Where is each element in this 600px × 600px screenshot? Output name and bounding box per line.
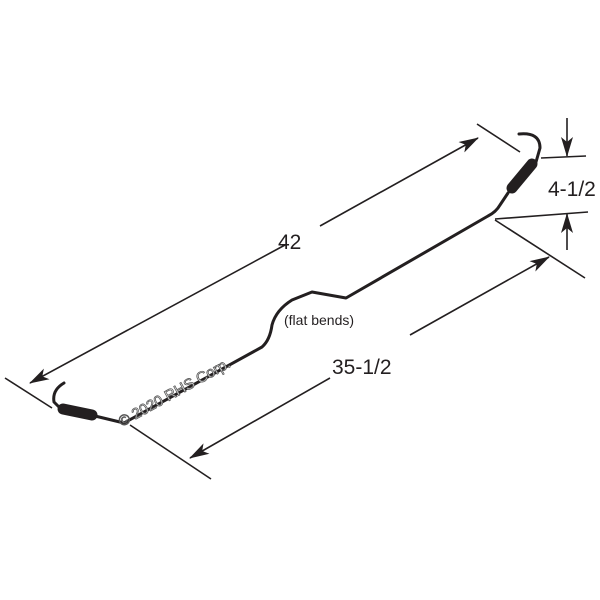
dim-line-35a bbox=[189, 377, 331, 459]
left-hook bbox=[52, 381, 66, 410]
dim-label-35-1-2: 35-1/2 bbox=[332, 356, 392, 379]
dim-label-42: 42 bbox=[278, 231, 301, 254]
rod bbox=[52, 132, 542, 425]
right-hook bbox=[517, 132, 542, 164]
copyright-watermark: © 2020 RHS Corp. bbox=[116, 355, 234, 431]
dim-line-42 bbox=[29, 244, 286, 384]
rod-wire bbox=[93, 191, 510, 425]
left-grip bbox=[57, 403, 98, 421]
dimension-lines bbox=[4, 118, 589, 480]
dim-line-35b bbox=[409, 256, 550, 336]
flat-bends-note: (flat bends) bbox=[284, 312, 354, 328]
dim-label-4-1-2: 4-1/2 bbox=[548, 178, 596, 201]
ext-line-35-left bbox=[129, 424, 212, 480]
ext-line-4-bottom bbox=[494, 211, 589, 220]
ext-line-4-top bbox=[540, 155, 587, 159]
ext-line-42-right bbox=[476, 123, 521, 153]
ext-line-35-right bbox=[494, 219, 586, 279]
ext-line-42-left bbox=[4, 377, 53, 409]
right-grip bbox=[506, 158, 538, 194]
dim-line-42b bbox=[319, 137, 479, 227]
